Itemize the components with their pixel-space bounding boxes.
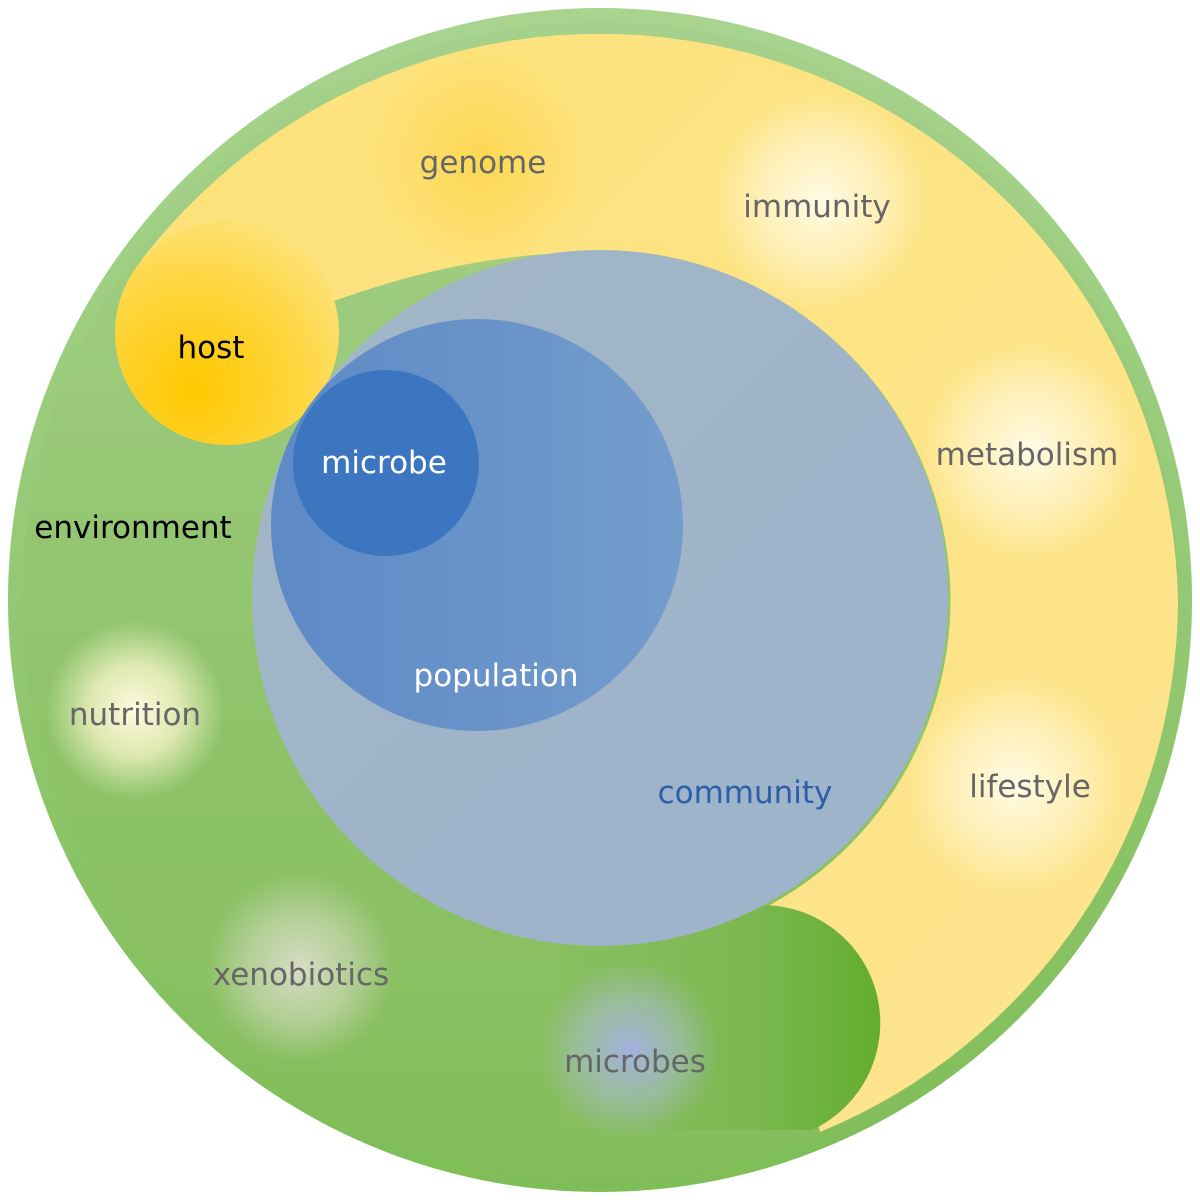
label-host: host <box>178 330 245 366</box>
label-community: community <box>658 775 833 811</box>
label-immunity: immunity <box>743 189 890 225</box>
label-xenobiotics: xenobiotics <box>213 957 389 993</box>
host-circle <box>115 221 339 445</box>
nutrition-glow <box>45 620 225 800</box>
label-genome: genome <box>420 145 547 181</box>
label-population: population <box>414 658 579 694</box>
label-nutrition: nutrition <box>69 697 201 733</box>
microbes-glow <box>540 960 720 1140</box>
xenobiotics-glow <box>205 873 395 1063</box>
label-microbes: microbes <box>564 1044 706 1080</box>
lifestyle-glow <box>905 675 1125 895</box>
label-metabolism: metabolism <box>936 437 1119 473</box>
metabolism-glow <box>920 340 1140 560</box>
immunity-glow <box>710 90 930 310</box>
label-microbe: microbe <box>321 445 447 481</box>
label-environment: environment <box>34 510 231 546</box>
genome-glow <box>365 45 595 275</box>
host-crescent <box>140 33 1178 1133</box>
label-lifestyle: lifestyle <box>969 769 1091 805</box>
microbe-circle <box>293 370 479 556</box>
